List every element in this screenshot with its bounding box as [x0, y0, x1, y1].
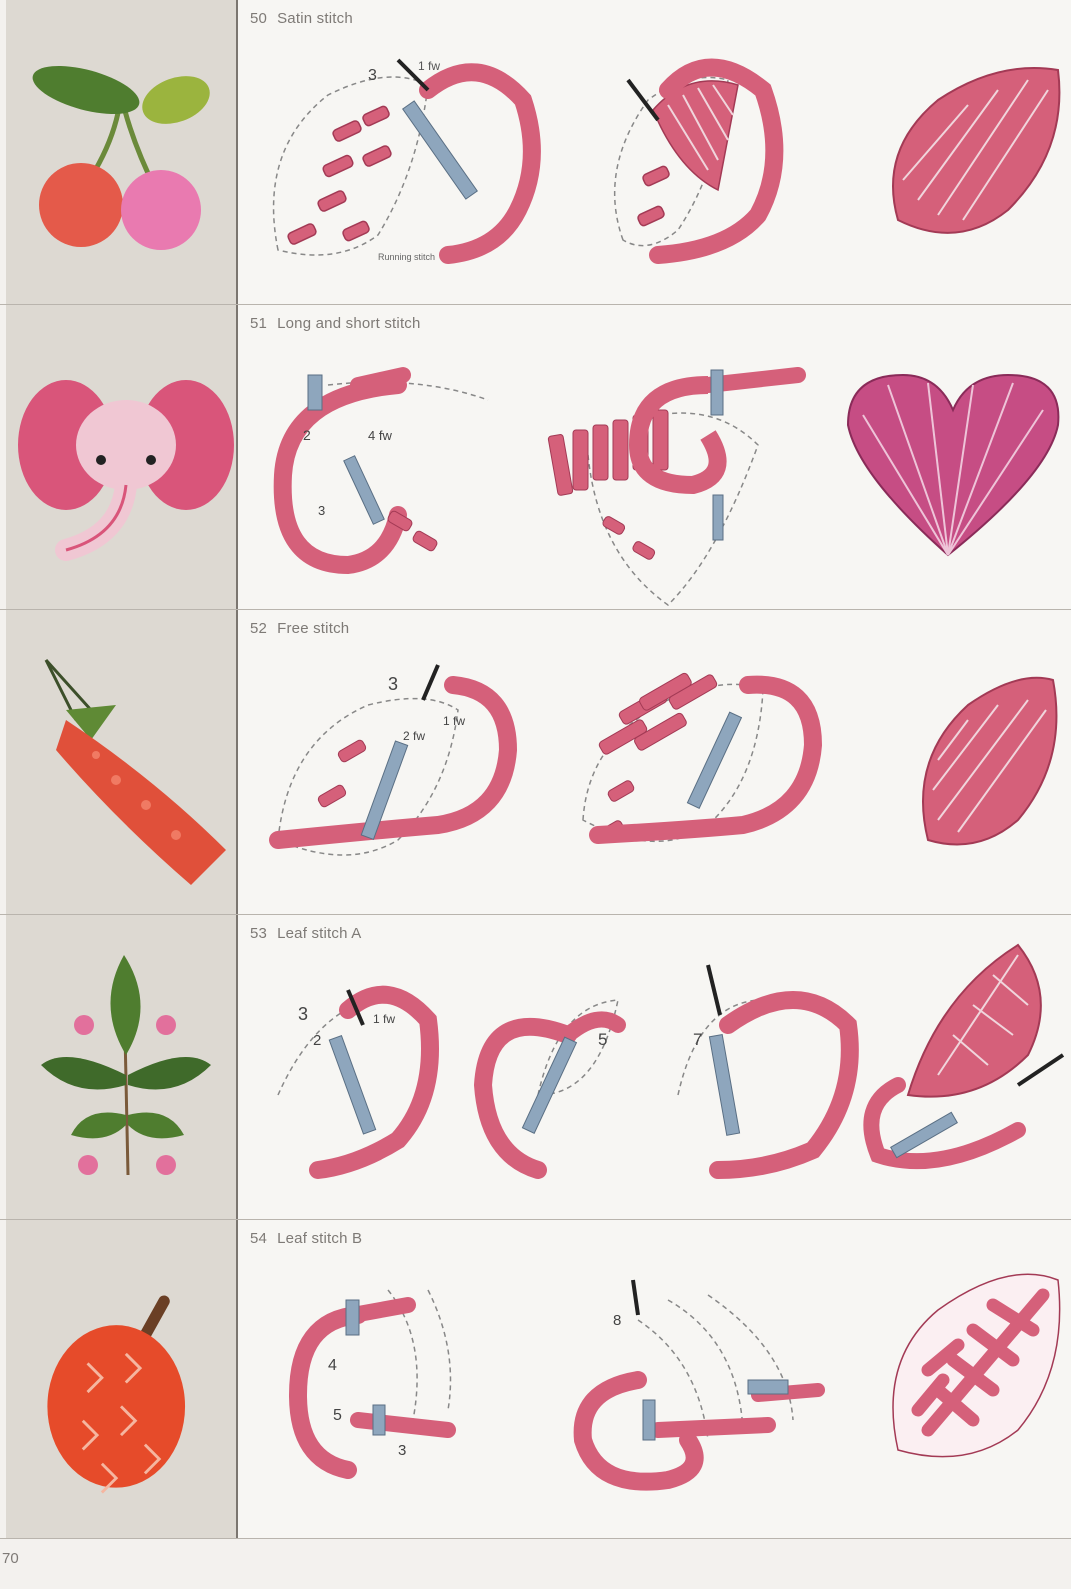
- svg-text:3: 3: [298, 1004, 308, 1024]
- long-short-stitch-diagrams: 2 4 fw 3: [238, 305, 1071, 609]
- svg-text:5: 5: [598, 1030, 607, 1049]
- svg-text:8: 8: [613, 1312, 621, 1329]
- stitch-section-50: 50Satin stitch 3 1 fw Running: [0, 0, 1071, 305]
- svg-text:3: 3: [388, 674, 398, 694]
- svg-text:7: 7: [693, 1030, 702, 1049]
- stitch-diagrams-53: 53Leaf stitch A 3 2 1 fw 5: [238, 915, 1071, 1219]
- svg-text:4: 4: [328, 1357, 337, 1374]
- elephant-photo: [6, 305, 238, 609]
- svg-text:1 fw: 1 fw: [443, 714, 465, 728]
- free-stitch-diagrams: 3 1 fw 2 fw: [238, 610, 1071, 914]
- stitch-diagrams-54: 54Leaf stitch B 4 5 3: [238, 1220, 1071, 1538]
- svg-text:2: 2: [313, 1032, 321, 1049]
- svg-text:3: 3: [398, 1442, 406, 1459]
- svg-text:1 fw: 1 fw: [418, 59, 440, 73]
- svg-text:3: 3: [318, 503, 325, 518]
- svg-text:Running stitch: Running stitch: [378, 252, 435, 262]
- svg-text:4 fw: 4 fw: [368, 428, 392, 443]
- leaf-stitch-b-diagrams: 4 5 3 8: [238, 1220, 1071, 1524]
- stitch-section-53: 53Leaf stitch A 3 2 1 fw 5: [0, 915, 1071, 1220]
- svg-text:2: 2: [303, 427, 311, 443]
- svg-text:2 fw: 2 fw: [403, 729, 425, 743]
- stitch-diagrams-51: 51Long and short stitch 2 4 fw 3: [238, 305, 1071, 609]
- svg-text:3: 3: [368, 67, 377, 84]
- satin-stitch-diagrams: 3 1 fw Running stitch: [238, 0, 1071, 304]
- durian-photo: [6, 1220, 238, 1538]
- stitch-section-54: 54Leaf stitch B 4 5 3: [0, 1220, 1071, 1539]
- svg-text:1 fw: 1 fw: [373, 1012, 395, 1026]
- leaf-sprig-photo: [6, 915, 238, 1219]
- stitch-section-52: 52Free stitch 3 1 fw 2 fw: [0, 610, 1071, 915]
- leaf-stitch-a-diagrams: 3 2 1 fw 5 7: [238, 915, 1071, 1219]
- cherries-photo: [6, 0, 238, 304]
- stitch-diagrams-50: 50Satin stitch 3 1 fw Running: [238, 0, 1071, 304]
- stitch-diagrams-52: 52Free stitch 3 1 fw 2 fw: [238, 610, 1071, 914]
- svg-text:5: 5: [333, 1407, 342, 1424]
- page-number: 70: [2, 1550, 19, 1567]
- stitch-section-51: 51Long and short stitch 2 4 fw 3: [0, 305, 1071, 610]
- carrot-photo: [6, 610, 238, 914]
